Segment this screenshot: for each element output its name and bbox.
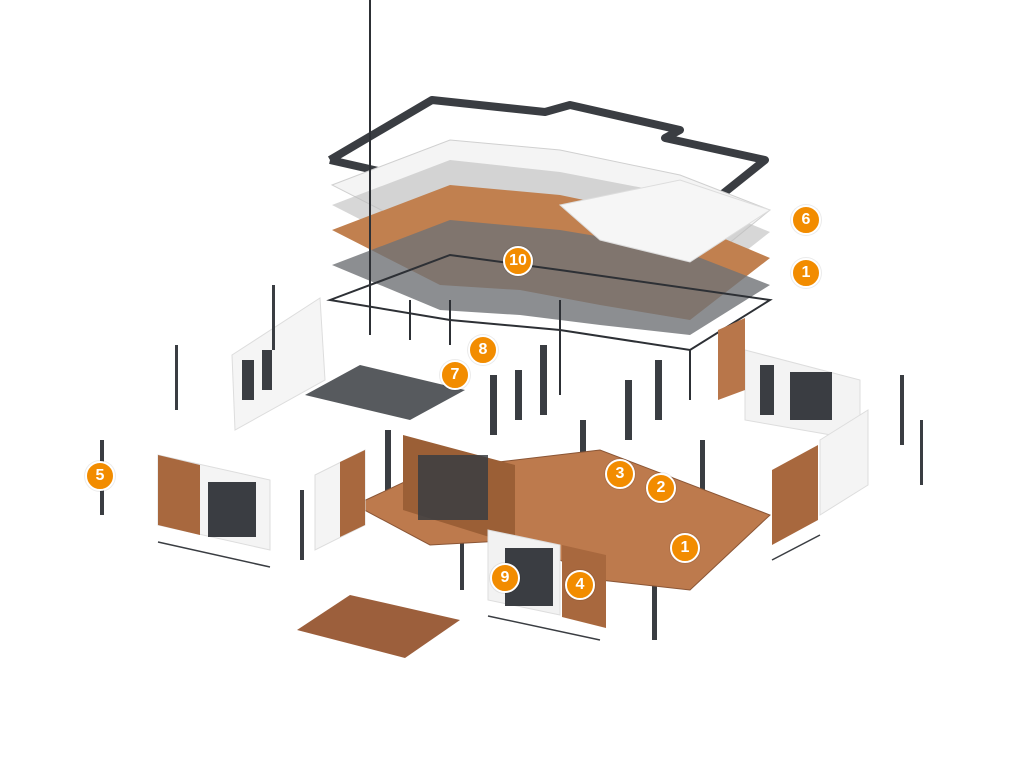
callout-badge-3: 3: [605, 459, 635, 489]
wall-right-front: [772, 445, 818, 545]
callout-badge-2: 2: [646, 473, 676, 503]
callout-badge-9: 9: [490, 563, 520, 593]
callout-badge-5: 5: [85, 461, 115, 491]
wall-right-white: [819, 409, 869, 516]
callout-badge-1-floor: 1: [670, 533, 700, 563]
roof-panel-top-white: [558, 179, 772, 263]
small-pergola: [305, 365, 465, 420]
ground-lines: [157, 534, 821, 641]
window: [790, 372, 832, 420]
window: [242, 360, 254, 400]
window: [262, 350, 272, 390]
window: [208, 482, 256, 537]
wall-left-back: [231, 297, 326, 431]
door: [760, 365, 774, 415]
callout-badge-10: 10: [503, 246, 533, 276]
callout-badge-6: 6: [791, 205, 821, 235]
sliding-door: [418, 455, 488, 520]
wood-cladding: [340, 450, 365, 537]
deck-tile: [297, 595, 460, 658]
wall-wood-panel: [718, 318, 745, 400]
callout-badge-1-roof: 1: [791, 258, 821, 288]
callout-badge-7: 7: [440, 360, 470, 390]
wood-cladding: [158, 455, 200, 535]
callout-badge-4: 4: [565, 570, 595, 600]
callout-badge-8: 8: [468, 335, 498, 365]
